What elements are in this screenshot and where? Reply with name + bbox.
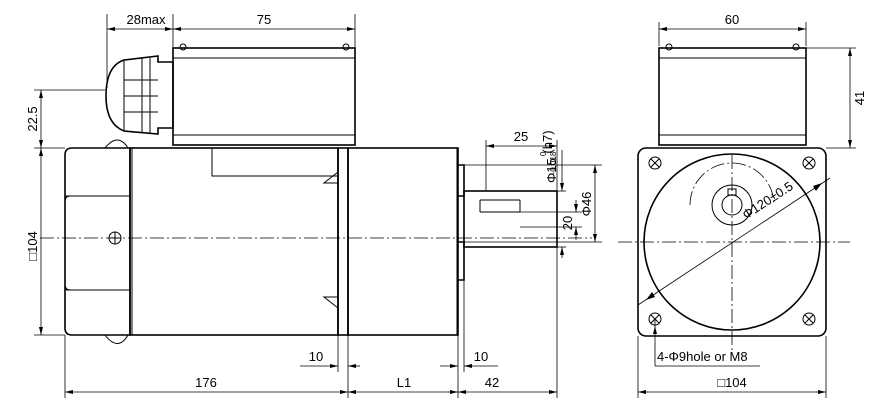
dim-104-bottom-label: □104 xyxy=(717,375,747,390)
shaft-tolerance-lower: -0.018 xyxy=(549,151,558,174)
shaft-tolerance-upper: 0 xyxy=(539,151,548,156)
dim-28max-label: 28max xyxy=(126,12,166,27)
box-screw-right-icon xyxy=(342,43,350,51)
terminal-box xyxy=(172,47,356,146)
dim-176-label: 176 xyxy=(195,375,217,390)
dim-L1-label: L1 xyxy=(397,375,411,390)
box-screw-left-icon xyxy=(179,43,187,51)
motor-body xyxy=(64,139,459,344)
hole-top-right-icon xyxy=(802,156,816,170)
dim-42-label: 42 xyxy=(485,375,499,390)
dim-22-5-label: 22.5 xyxy=(25,106,40,131)
side-view: 28max 75 22.5 □104 25 Φ15 0 -0.018 (h7) xyxy=(25,12,602,398)
dim-10-left-label: 10 xyxy=(309,349,323,364)
shaft-fit-label: (h7) xyxy=(540,130,555,153)
dim-41-label: 41 xyxy=(852,91,867,105)
dim-phi120-label: Φ120±0.5 xyxy=(739,178,795,222)
dim-25-label: 25 xyxy=(514,129,528,144)
dim-104-vertical-label: □104 xyxy=(25,231,40,261)
dim-10-right-label: 10 xyxy=(474,349,488,364)
dim-phi46-label: Φ46 xyxy=(579,192,594,217)
shaft-diameter-label: Φ15 xyxy=(544,158,559,183)
dim-20-label: 20 xyxy=(560,216,575,230)
hole-top-left-icon xyxy=(648,156,662,170)
holes-note-label: 4-Φ9hole or M8 xyxy=(657,349,748,364)
front-view: Φ120±0.5 4-Φ9hole or M8 60 41 □104 xyxy=(618,12,867,398)
front-terminal-box xyxy=(658,47,807,146)
cable-gland xyxy=(105,55,174,135)
dim-75-label: 75 xyxy=(257,12,271,27)
output-shaft xyxy=(458,164,558,281)
hole-bottom-right-icon xyxy=(802,312,816,326)
dim-60-label: 60 xyxy=(725,12,739,27)
